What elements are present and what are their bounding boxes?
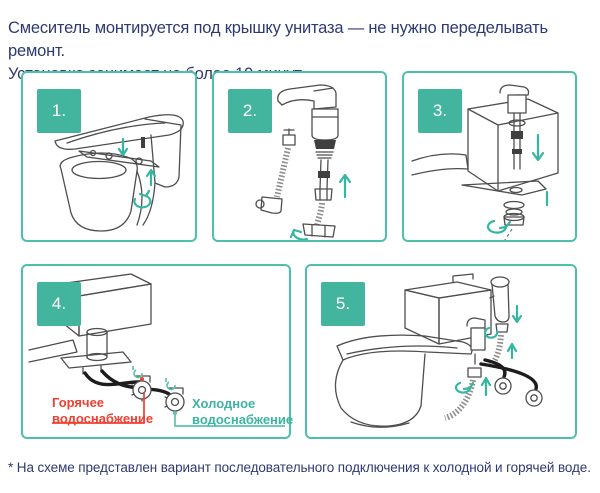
step-2-number-badge: 2. xyxy=(228,89,272,133)
header-line-1: Смеситель монтируется под крышку унитаза… xyxy=(8,19,548,60)
toilet-bracket-mounting-illustration xyxy=(54,114,184,232)
step-5-number-badge: 5. xyxy=(321,282,365,326)
mixer-insertion-illustration xyxy=(411,84,559,240)
step-3-number-badge: 3. xyxy=(418,89,462,133)
step-panel-1: 1. xyxy=(21,71,197,242)
step-panel-2: 2. xyxy=(212,71,387,242)
cold-water-label: Холодное водоснабжение xyxy=(192,396,294,427)
mixer-hoses-assembly-illustration xyxy=(255,84,352,240)
step-panel-5: 5. xyxy=(305,264,577,439)
finished-installation-illustration xyxy=(334,273,543,428)
footnote-text: * На схеме представлен вариант последова… xyxy=(8,460,591,475)
step-panel-3: 3. xyxy=(402,71,577,242)
hot-water-label: Горячее водоснабжение xyxy=(52,395,154,426)
step-1-number-badge: 1. xyxy=(37,89,81,133)
step-panel-4: 4. xyxy=(21,264,293,439)
step-4-number-badge: 4. xyxy=(37,282,81,326)
